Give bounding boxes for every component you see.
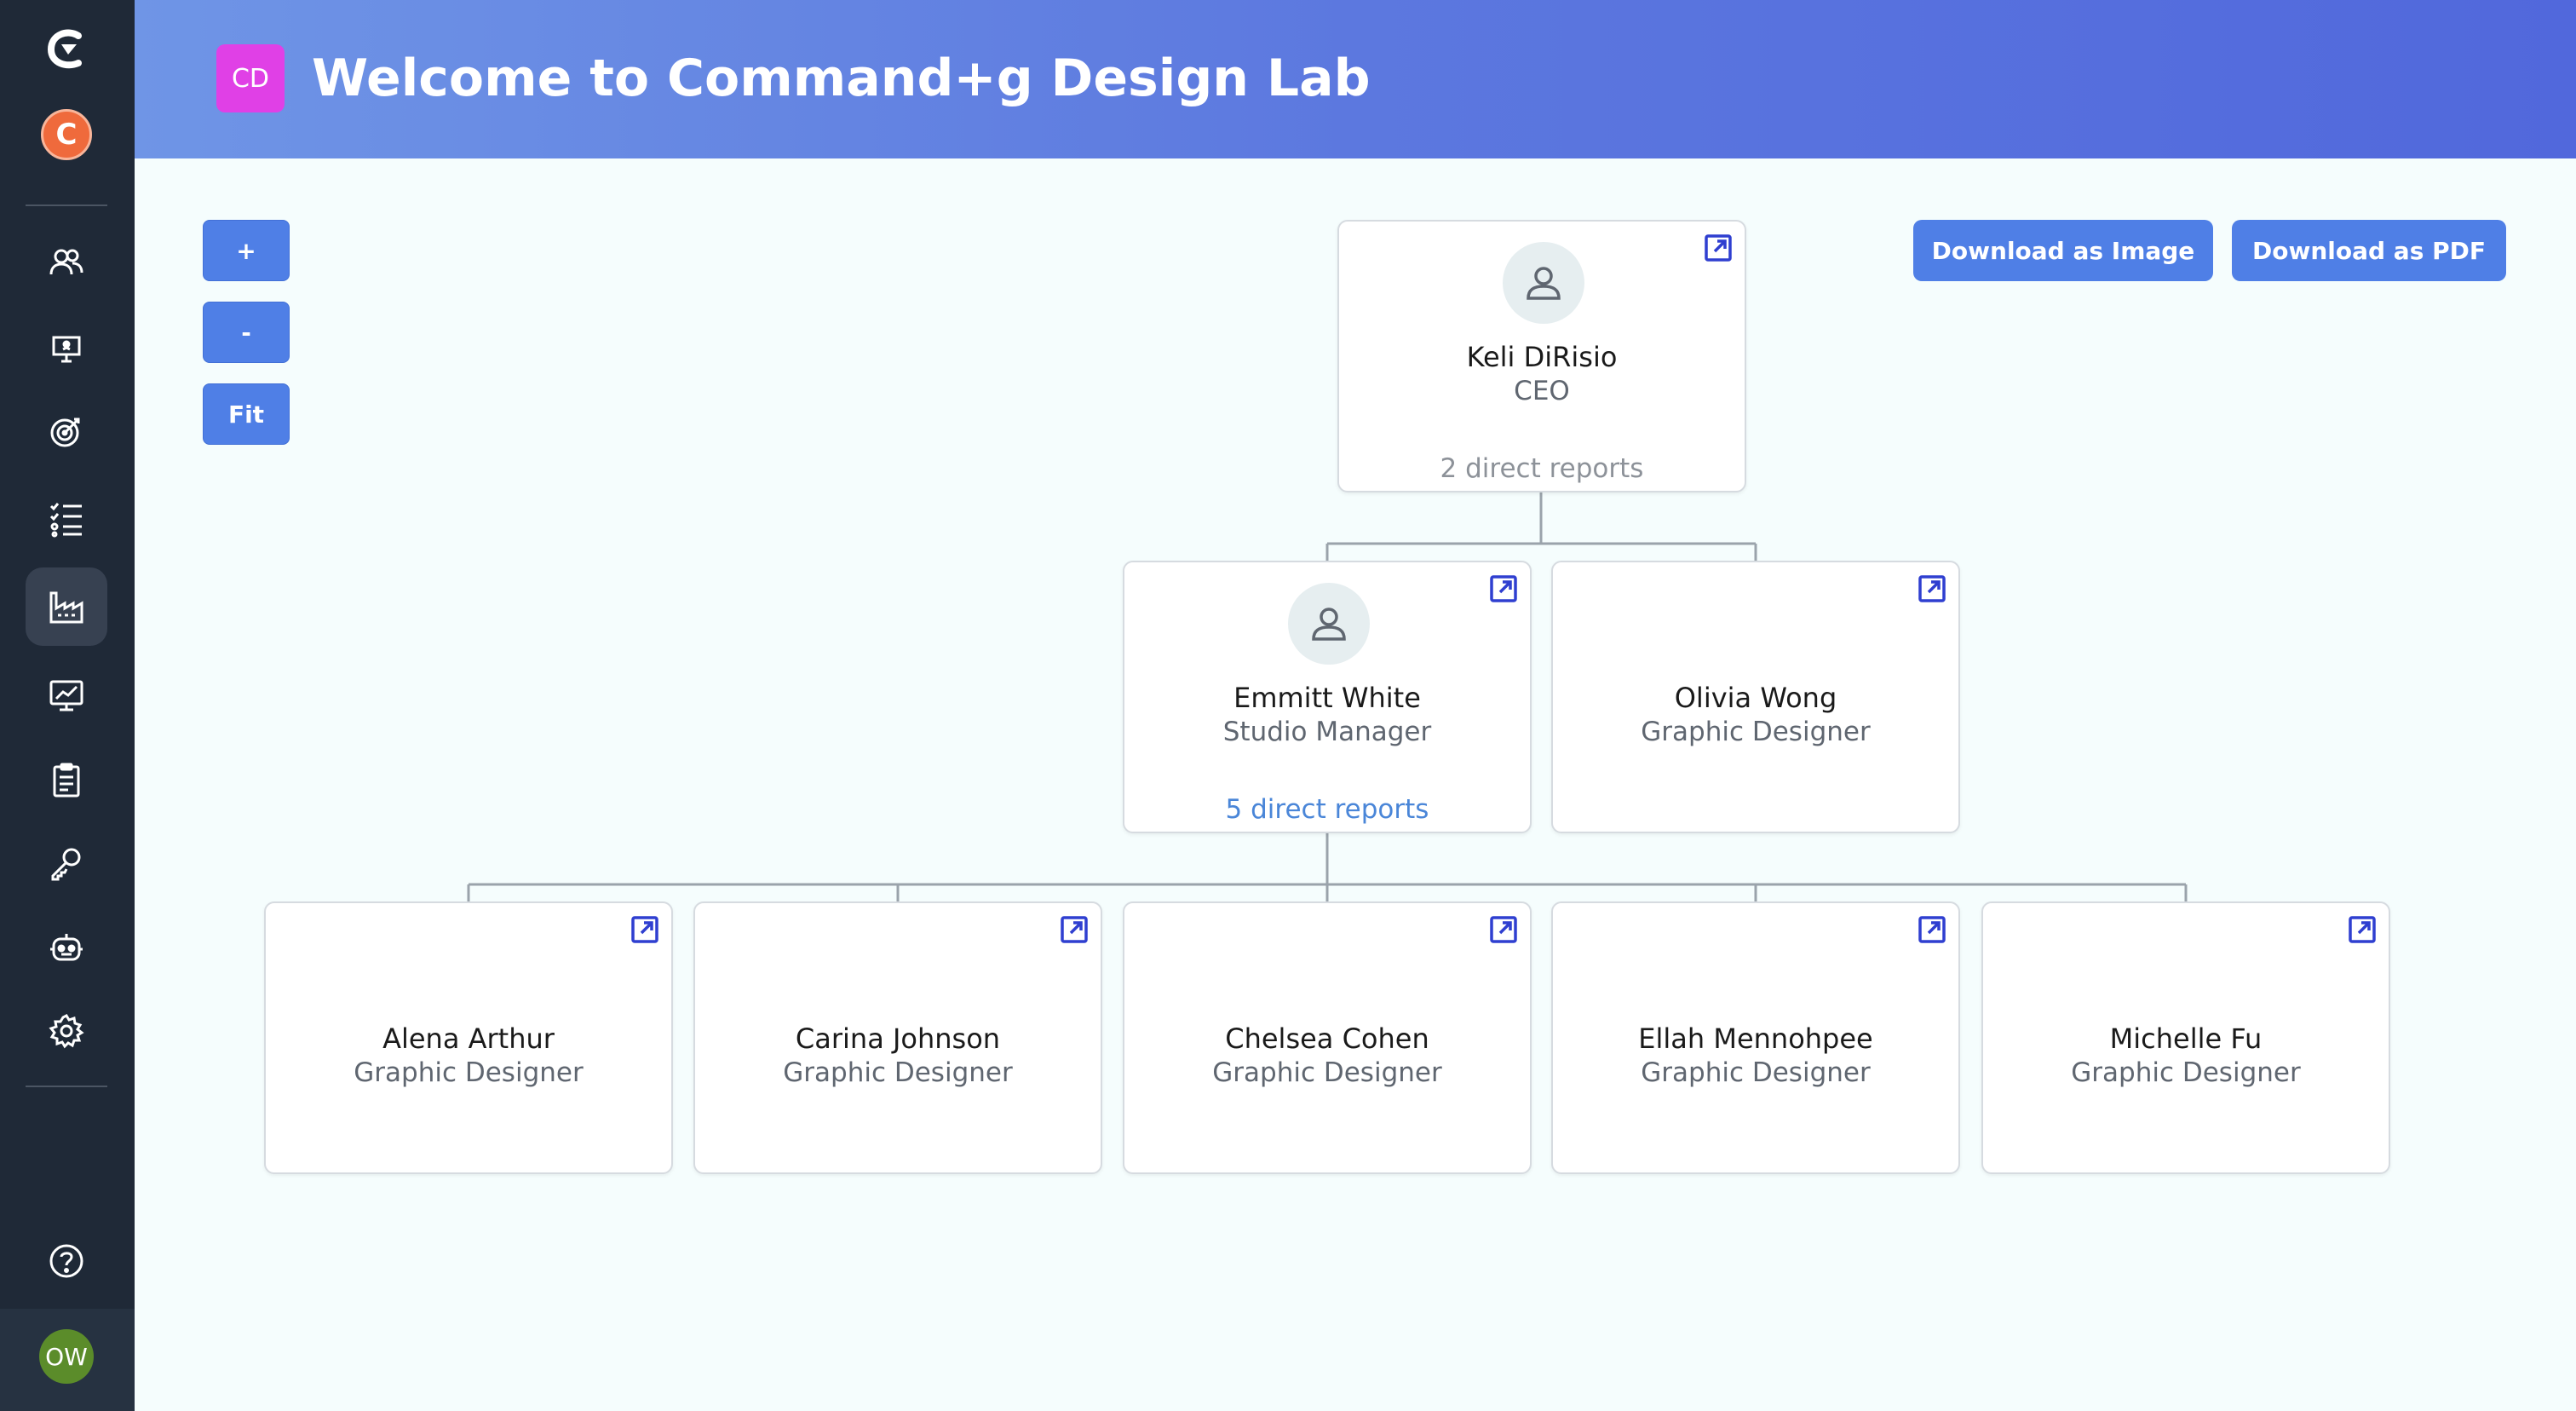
org-badge: CD bbox=[216, 44, 285, 112]
page-title: Welcome to Command+g Design Lab bbox=[312, 49, 1371, 108]
org-card-olivia-wong[interactable]: Olivia Wong Graphic Designer bbox=[1551, 561, 1960, 833]
org-card-studio-manager[interactable]: Emmitt White Studio Manager 5 direct rep… bbox=[1123, 561, 1532, 833]
external-link-icon[interactable] bbox=[1489, 915, 1518, 944]
employee-title: CEO bbox=[1514, 376, 1570, 406]
download-pdf-button[interactable]: Download as PDF bbox=[2232, 220, 2506, 281]
fit-button[interactable]: Fit bbox=[203, 383, 290, 445]
clipboard-icon bbox=[53, 763, 80, 798]
direct-reports-link[interactable]: 5 direct reports bbox=[1225, 794, 1429, 825]
presentation-icon bbox=[52, 336, 81, 363]
company-avatar[interactable]: C bbox=[41, 109, 92, 160]
gear-icon bbox=[49, 1014, 84, 1049]
download-image-button[interactable]: Download as Image bbox=[1913, 220, 2213, 281]
employee-name: Michelle Fu bbox=[2109, 1022, 2263, 1055]
factory-icon bbox=[49, 591, 83, 624]
direct-reports-count: 2 direct reports bbox=[1440, 453, 1644, 484]
nav-help[interactable] bbox=[26, 1222, 107, 1300]
employee-title: Studio Manager bbox=[1222, 717, 1432, 747]
employee-name: Olivia Wong bbox=[1674, 682, 1837, 714]
external-link-icon[interactable] bbox=[1918, 574, 1946, 603]
nav-reports[interactable] bbox=[26, 656, 107, 734]
page-header: CD Welcome to Command+g Design Lab bbox=[135, 0, 2576, 158]
checklist-icon bbox=[49, 503, 82, 538]
nav-settings[interactable] bbox=[26, 992, 107, 1070]
nav-people[interactable] bbox=[26, 223, 107, 302]
employee-name: Keli DiRisio bbox=[1466, 341, 1618, 373]
org-card-ellah-mennohpee[interactable]: Ellah Mennohpee Graphic Designer bbox=[1551, 901, 1960, 1174]
employee-name: Ellah Mennohpee bbox=[1638, 1022, 1873, 1055]
avatar bbox=[1503, 242, 1584, 324]
org-card-carina-johnson[interactable]: Carina Johnson Graphic Designer bbox=[693, 901, 1102, 1174]
help-icon bbox=[49, 1244, 83, 1278]
zoom-in-button[interactable]: + bbox=[203, 220, 290, 281]
nav-access[interactable] bbox=[26, 825, 107, 903]
employee-title: Graphic Designer bbox=[1212, 1057, 1442, 1088]
employee-name: Carina Johnson bbox=[795, 1022, 1001, 1055]
external-link-icon[interactable] bbox=[630, 915, 659, 944]
user-avatar[interactable]: OW bbox=[39, 1329, 94, 1384]
sidebar: C bbox=[0, 0, 135, 1411]
key-icon bbox=[51, 848, 81, 881]
org-card-ceo[interactable]: Keli DiRisio CEO 2 direct reports bbox=[1337, 220, 1746, 492]
app-logo-icon[interactable] bbox=[43, 26, 90, 73]
employee-name: Chelsea Cohen bbox=[1225, 1022, 1429, 1055]
employee-title: Graphic Designer bbox=[2071, 1057, 2301, 1088]
sidebar-divider bbox=[26, 204, 107, 206]
monitor-chart-icon bbox=[49, 680, 83, 711]
nav-goals[interactable] bbox=[26, 392, 107, 470]
external-link-icon[interactable] bbox=[2348, 915, 2377, 944]
nav-tasks[interactable] bbox=[26, 741, 107, 820]
org-card-michelle-fu[interactable]: Michelle Fu Graphic Designer bbox=[1981, 901, 2390, 1174]
org-card-alena-arthur[interactable]: Alena Arthur Graphic Designer bbox=[264, 901, 673, 1174]
employee-title: Graphic Designer bbox=[783, 1057, 1013, 1088]
employee-title: Graphic Designer bbox=[1641, 1057, 1871, 1088]
external-link-icon[interactable] bbox=[1489, 574, 1518, 603]
avatar bbox=[1288, 583, 1370, 665]
people-icon bbox=[49, 249, 83, 275]
external-link-icon[interactable] bbox=[1918, 915, 1946, 944]
employee-title: Graphic Designer bbox=[1641, 717, 1871, 747]
nav-presentation[interactable] bbox=[26, 308, 107, 387]
org-card-chelsea-cohen[interactable]: Chelsea Cohen Graphic Designer bbox=[1123, 901, 1532, 1174]
target-icon bbox=[50, 418, 80, 447]
sidebar-divider bbox=[26, 1086, 107, 1087]
nav-org-chart[interactable] bbox=[26, 567, 107, 646]
zoom-out-button[interactable]: - bbox=[203, 302, 290, 363]
nav-checklist[interactable] bbox=[26, 479, 107, 557]
external-link-icon[interactable] bbox=[1060, 915, 1089, 944]
user-icon bbox=[1312, 608, 1346, 641]
employee-name: Alena Arthur bbox=[382, 1022, 555, 1055]
nav-ai[interactable] bbox=[26, 908, 107, 987]
employee-title: Graphic Designer bbox=[354, 1057, 584, 1088]
user-icon bbox=[1527, 267, 1561, 300]
robot-icon bbox=[50, 934, 83, 961]
external-link-icon[interactable] bbox=[1704, 233, 1733, 262]
employee-name: Emmitt White bbox=[1233, 682, 1421, 714]
